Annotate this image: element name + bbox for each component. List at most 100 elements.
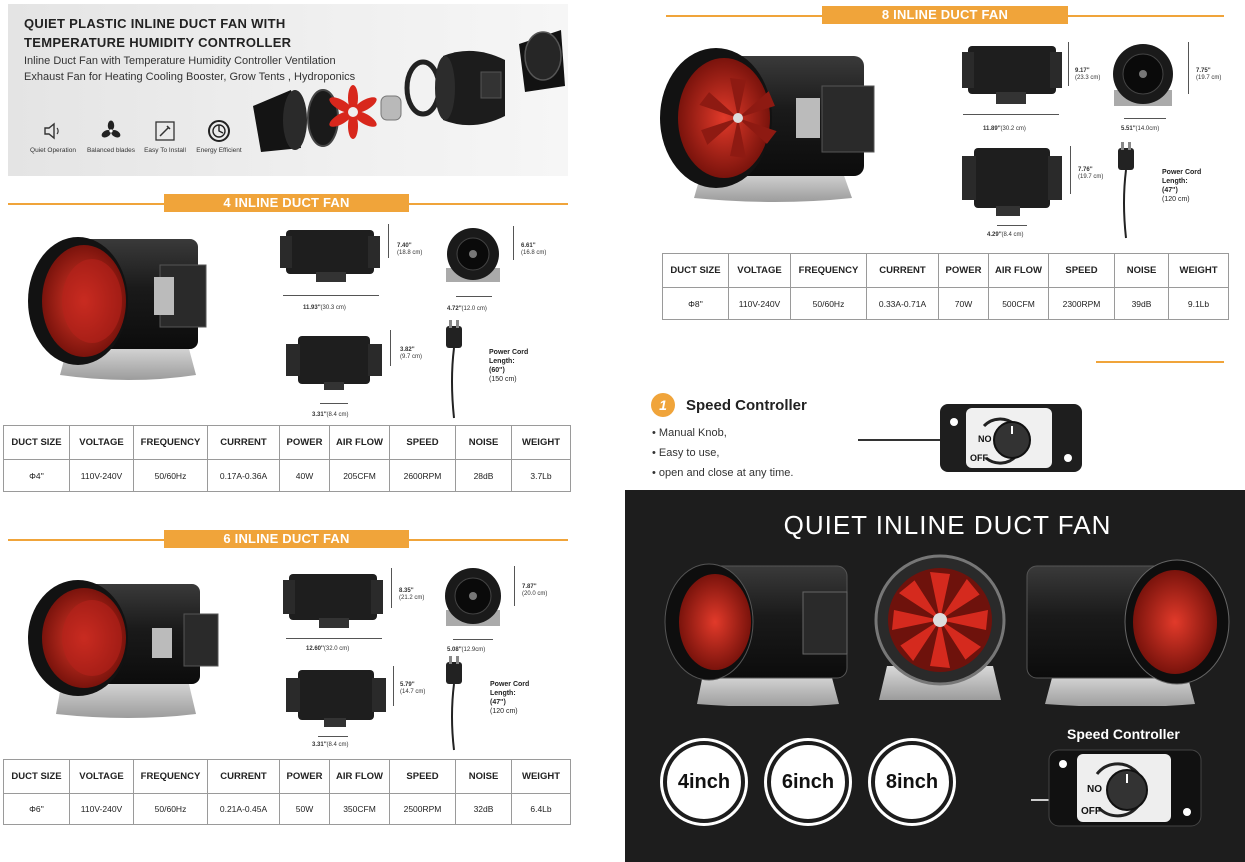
feature-label: Balanced blades (86, 147, 136, 154)
fan4-outer-line (513, 226, 514, 260)
table-header: POWER (279, 424, 330, 461)
controller-bullet: • Easy to use, (652, 447, 720, 459)
table-header: FREQUENCY (790, 252, 867, 289)
fan6-height-dim: 8.35''(21.2 cm) (399, 588, 425, 601)
dark-fan-center (874, 554, 1006, 700)
fan8-top-view (962, 148, 1062, 216)
table-header: CURRENT (207, 759, 280, 794)
table-header: SPEED (389, 424, 456, 461)
fan8-front-view (1113, 44, 1173, 106)
table-header: WEIGHT (511, 424, 571, 461)
table-cell: 2600RPM (389, 459, 456, 492)
feature-easy-install: Easy To Install (136, 119, 194, 154)
table-header: VOLTAGE (69, 759, 134, 794)
feature-label: Energy Efficient (196, 147, 242, 154)
fan4-sideh-line (390, 330, 391, 366)
fan4-sideh-dim: 3.82''(9.7 cm) (400, 347, 423, 360)
feature-label: Quiet Operation (30, 147, 76, 154)
dark-knob-on-label: NO (1087, 784, 1102, 795)
fan6-section-title: 6 INLINE DUCT FAN (164, 530, 409, 548)
fan6-length-dim: 12.60''(32.0 cm) (306, 646, 350, 652)
dark-knob-off-label: OFF (1081, 806, 1101, 817)
fan8-outer-line (1188, 42, 1189, 94)
fan4-length-line (283, 295, 379, 296)
table-cell: 9.1Lb (1168, 287, 1229, 320)
hero-subtitle-line2: Exhaust Fan for Heating Cooling Booster,… (24, 71, 356, 83)
fan8-base-line (997, 225, 1027, 226)
fan6-outer-dim: 7.87''(20.0 cm) (522, 584, 548, 597)
fan6-sideh-line (393, 666, 394, 706)
table-cell: 110V-240V (69, 792, 134, 826)
fan6-base-dim: 3.31''(8.4 cm) (312, 742, 349, 748)
table-header: WEIGHT (1168, 252, 1229, 289)
fan6-outer-line (514, 566, 515, 606)
table-header: DUCT SIZE (662, 252, 729, 289)
hero-banner: QUIET PLASTIC INLINE DUCT FAN WITH TEMPE… (8, 4, 568, 176)
table-cell: 50/60Hz (790, 287, 867, 320)
fan8-plug-icon (1118, 142, 1134, 239)
table-header: VOLTAGE (69, 424, 134, 461)
fan8-product-image (660, 48, 875, 202)
dark-fan-right (1026, 559, 1230, 706)
fan6-base-line (318, 736, 348, 737)
fan6-product-image (28, 580, 219, 718)
hero-subtitle-line1: Inline Duct Fan with Temperature Humidit… (24, 55, 336, 67)
fan4-base-line (320, 403, 348, 404)
fan8-outer-dim: 7.75''(19.7 cm) (1196, 68, 1222, 81)
feature-energy-efficient: Energy Efficient (190, 119, 248, 154)
table-cell: 0.33A-0.71A (866, 287, 939, 320)
table-header: DUCT SIZE (3, 759, 70, 794)
table-cell: 50/60Hz (133, 459, 208, 492)
table-header: SPEED (389, 759, 456, 794)
table-header: NOISE (455, 424, 512, 461)
table-header: NOISE (1114, 252, 1169, 289)
fan6-cord-info: Power Cord Length: (47'') (120 cm) (490, 681, 530, 715)
dark-panel-title: QUIET INLINE DUCT FAN (783, 510, 1112, 540)
fan8-diameter-dim: 5.51''(14.0cm) (1121, 126, 1160, 132)
fan8-length-line (963, 114, 1059, 115)
fan4-section-title: 4 INLINE DUCT FAN (164, 194, 409, 212)
dark-fan-left (664, 563, 848, 706)
table-cell: 32dB (455, 792, 512, 826)
table-cell: 50W (279, 792, 330, 826)
table-header: AIR FLOW (329, 424, 390, 461)
fan4-front-view (446, 228, 500, 282)
table-cell: 110V-240V (728, 287, 791, 320)
table-header: VOLTAGE (728, 252, 791, 289)
table-header: CURRENT (207, 424, 280, 461)
table-cell: 40W (279, 459, 330, 492)
controller-bullet: • Manual Knob, (652, 427, 727, 439)
table-cell: 500CFM (988, 287, 1049, 320)
knob-off-label: OFF (970, 453, 988, 463)
fan6-side-view (283, 574, 383, 628)
table-cell: Φ6'' (3, 792, 70, 826)
table-cell: 70W (938, 287, 989, 320)
fan4-product-image (28, 237, 207, 380)
tools-icon (155, 121, 175, 141)
table-cell: 205CFM (329, 459, 390, 492)
fan6-height-line (391, 568, 392, 608)
table-cell: 350CFM (329, 792, 390, 826)
table-header: AIR FLOW (988, 252, 1049, 289)
fan6-diameter-line (453, 639, 493, 640)
size-badge-6inch: 6inch (767, 741, 849, 823)
speaker-icon (44, 122, 59, 140)
table-header: CURRENT (866, 252, 939, 289)
fan8-diameter-line (1124, 118, 1166, 119)
fan4-height-line (388, 224, 389, 258)
table-cell: 110V-240V (69, 459, 134, 492)
table-cell: 0.21A-0.45A (207, 792, 280, 826)
table-cell: 2500RPM (389, 792, 456, 826)
fan8-section-title: 8 INLINE DUCT FAN (822, 6, 1068, 24)
fan8-base-dim: 4.29''(8.4 cm) (987, 232, 1024, 238)
energy-icon (208, 120, 230, 142)
fan8-height-line (1068, 42, 1069, 86)
feature-quiet-operation: Quiet Operation (24, 119, 82, 154)
fan4-cord-info: Power Cord Length: (60'') (150 cm) (489, 349, 529, 383)
table-header: POWER (938, 252, 989, 289)
